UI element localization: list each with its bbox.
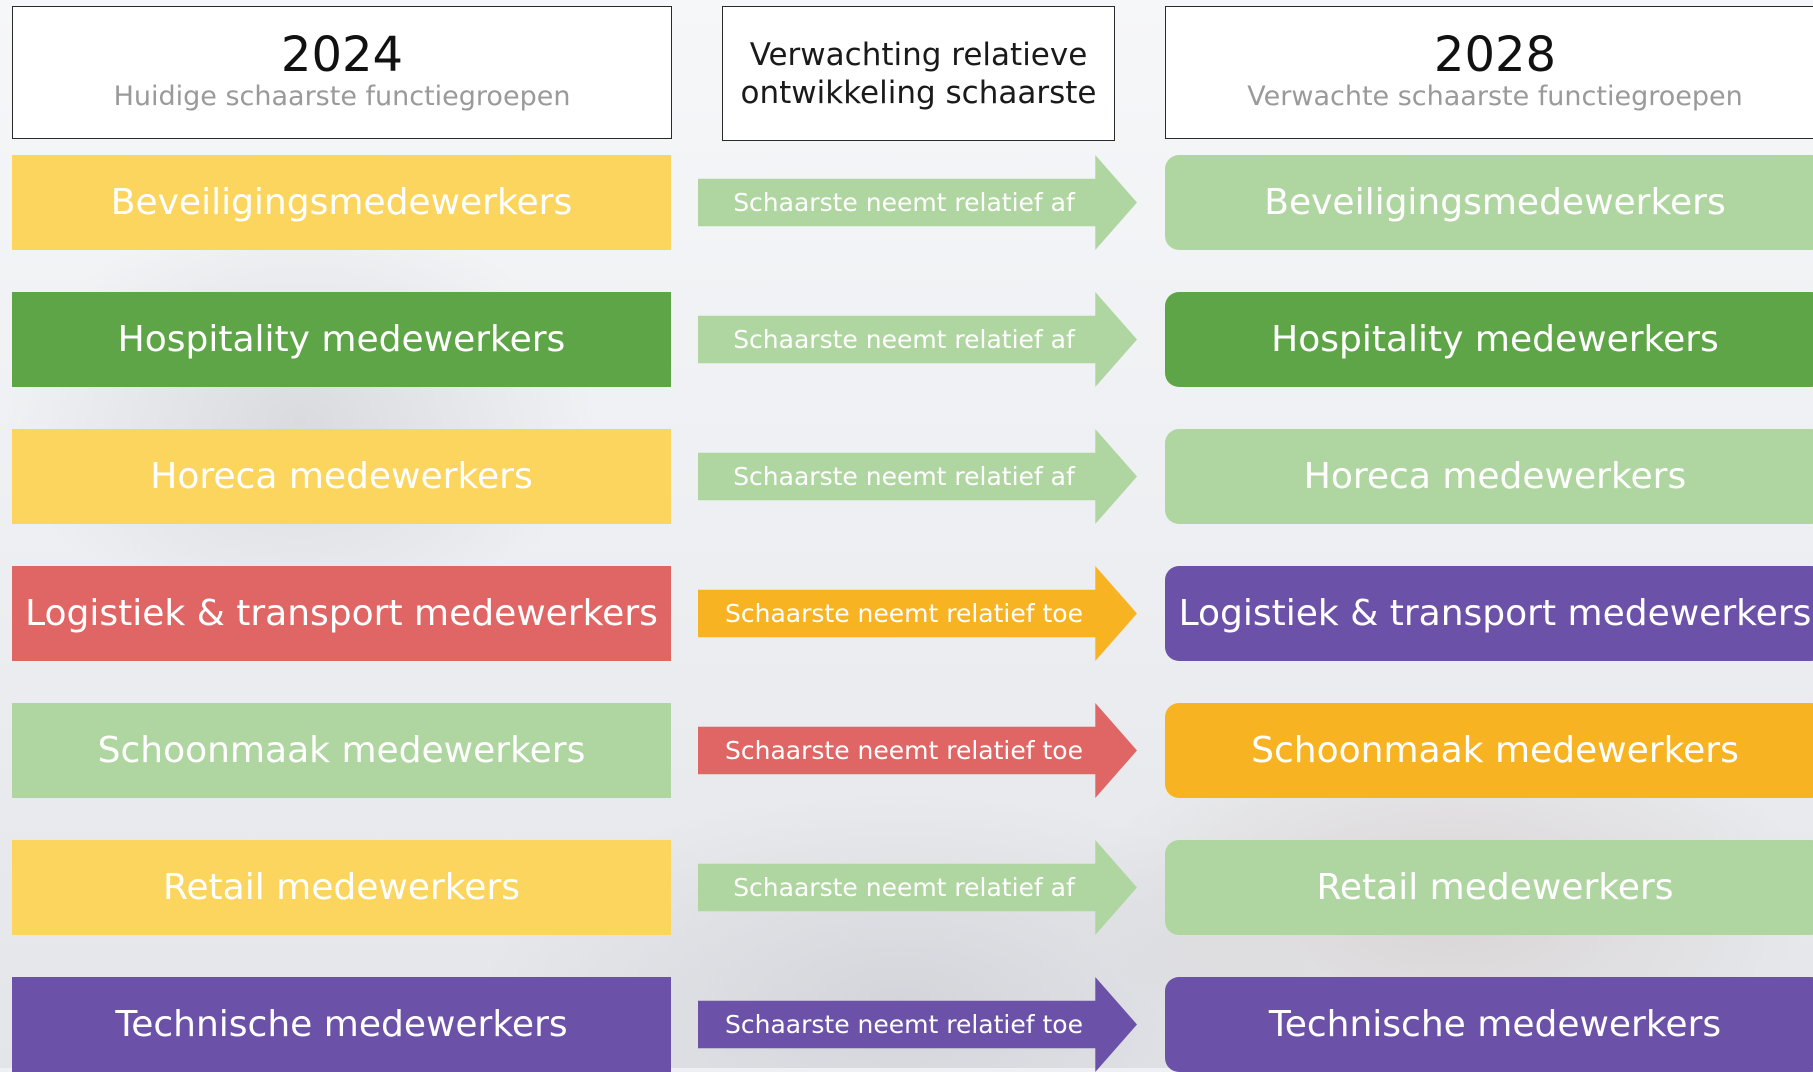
row-2024-box: Hospitality medewerkers (12, 292, 671, 387)
row-2028-box: Retail medewerkers (1165, 840, 1813, 935)
trend-arrow-label: Schaarste neemt relatief af (733, 188, 1075, 217)
header-middle-title: Verwachting relatieve ontwikkeling schaa… (740, 36, 1097, 111)
header-2028: 2028 Verwachte schaarste functiegroepen (1165, 6, 1813, 139)
row-2028-label: Technische medewerkers (1268, 1004, 1722, 1045)
header-2024-year: 2024 (280, 27, 404, 83)
row-2028-box: Schoonmaak medewerkers (1165, 703, 1813, 798)
trend-arrow-label: Schaarste neemt relatief af (733, 462, 1075, 491)
row-2028-box: Beveiligingsmedewerkers (1165, 155, 1813, 250)
row-2028-label: Logistiek & transport medewerkers (1178, 593, 1812, 634)
row-2028-label: Hospitality medewerkers (1271, 319, 1719, 360)
trend-arrow-label: Schaarste neemt relatief af (733, 873, 1075, 902)
row-2024-box: Technische medewerkers (12, 977, 671, 1072)
row-2024-box: Beveiligingsmedewerkers (12, 155, 671, 250)
row-2024-label: Retail medewerkers (162, 867, 521, 908)
row-2028-label: Retail medewerkers (1316, 867, 1674, 908)
row-2024-label: Hospitality medewerkers (117, 319, 566, 360)
row-2028-box: Horeca medewerkers (1165, 429, 1813, 524)
row-2024-box: Schoonmaak medewerkers (12, 703, 671, 798)
header-2028-year: 2028 (1433, 27, 1557, 83)
row-2028-label: Schoonmaak medewerkers (1251, 730, 1739, 771)
row-2024-label: Schoonmaak medewerkers (97, 730, 586, 771)
row-2024-label: Beveiligingsmedewerkers (110, 182, 573, 223)
trend-arrow-label: Schaarste neemt relatief toe (725, 599, 1083, 628)
trend-arrow-label: Schaarste neemt relatief toe (725, 736, 1083, 765)
header-middle: Verwachting relatieve ontwikkeling schaa… (722, 6, 1115, 141)
row-2024-label: Logistiek & transport medewerkers (25, 593, 658, 634)
header-2028-subtitle: Verwachte schaarste functiegroepen (1247, 81, 1743, 112)
trend-arrow: Schaarste neemt relatief toe (698, 703, 1137, 798)
trend-arrow-label: Schaarste neemt relatief af (733, 325, 1075, 354)
row-2024-label: Technische medewerkers (115, 1004, 568, 1045)
trend-arrow: Schaarste neemt relatief af (698, 292, 1137, 387)
row-2024-box: Logistiek & transport medewerkers (12, 566, 671, 661)
row-2028-box: Hospitality medewerkers (1165, 292, 1813, 387)
row-2024-label: Horeca medewerkers (150, 456, 533, 497)
header-2024: 2024 Huidige schaarste functiegroepen (12, 6, 672, 139)
header-2024-subtitle: Huidige schaarste functiegroepen (113, 81, 571, 112)
row-2028-label: Horeca medewerkers (1303, 456, 1687, 497)
trend-arrow-label: Schaarste neemt relatief toe (725, 1010, 1083, 1039)
row-2024-box: Horeca medewerkers (12, 429, 671, 524)
trend-arrow: Schaarste neemt relatief toe (698, 566, 1137, 661)
row-2028-box: Technische medewerkers (1165, 977, 1813, 1072)
row-2024-box: Retail medewerkers (12, 840, 671, 935)
trend-arrow: Schaarste neemt relatief af (698, 840, 1137, 935)
row-2028-label: Beveiligingsmedewerkers (1264, 182, 1726, 223)
row-2028-box: Logistiek & transport medewerkers (1165, 566, 1813, 661)
trend-arrow: Schaarste neemt relatief af (698, 155, 1137, 250)
trend-arrow: Schaarste neemt relatief toe (698, 977, 1137, 1072)
trend-arrow: Schaarste neemt relatief af (698, 429, 1137, 524)
